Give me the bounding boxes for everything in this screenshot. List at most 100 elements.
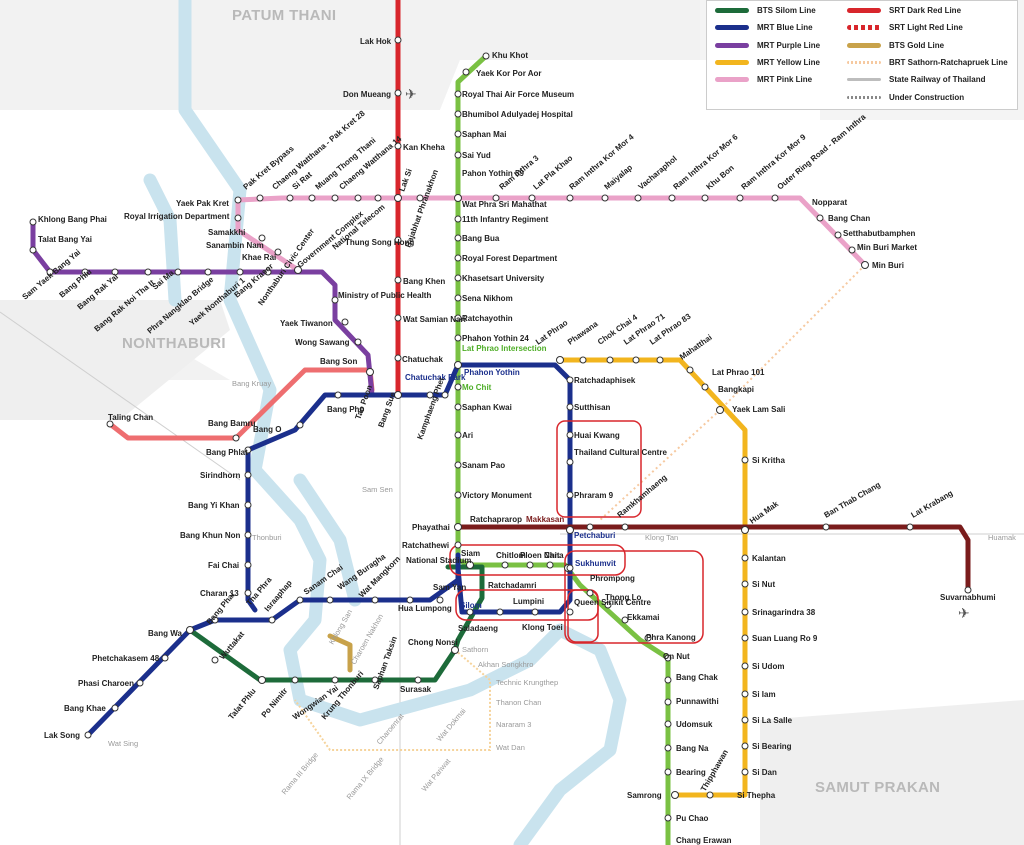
station-thanon-chan[interactable]: Thanon Chan — [496, 698, 541, 707]
station-talat-bang-yai[interactable]: Talat Bang Yai — [38, 235, 92, 244]
station-saphan-mai[interactable]: Saphan Mai — [462, 130, 506, 139]
station-rama-iii-bridge[interactable]: Rama III Bridge — [280, 751, 320, 797]
station-ekkamai[interactable]: Ekkamai — [627, 613, 659, 622]
station-sathorn[interactable]: Sathorn — [462, 645, 488, 654]
station-yaek-pak-kret[interactable]: Yaek Pak Kret — [176, 199, 229, 208]
station-si-dan[interactable]: Si Dan — [752, 768, 777, 777]
station-udomsuk[interactable]: Udomsuk — [676, 720, 713, 729]
station-national-stadium[interactable]: National Stadium — [406, 556, 471, 565]
station-chong-nonsi[interactable]: Chong Nonsi — [408, 638, 458, 647]
station-klong-tan[interactable]: Klong Tan — [645, 533, 678, 542]
station-queen-sirikit[interactable]: Queen Sirikit Centre — [574, 598, 651, 607]
station-ratchayothin[interactable]: Ratchayothin — [462, 314, 513, 323]
station-chatuchak-park[interactable]: Chatuchak Park — [405, 373, 466, 382]
station-fai-chai[interactable]: Fai Chai — [208, 561, 239, 570]
station-victory-monument[interactable]: Victory Monument — [462, 491, 532, 500]
bts-silom-line[interactable] — [187, 564, 485, 683]
station-sanam-pao[interactable]: Sanam Pao — [462, 461, 505, 470]
station-wong-sawang[interactable]: Wong Sawang — [295, 338, 350, 347]
station-chang-erawan[interactable]: Chang Erawan — [676, 836, 732, 845]
station-samrong[interactable]: Samrong — [627, 791, 662, 800]
station-wat-phra-sri[interactable]: Wat Phra Sri Mahathat — [462, 200, 547, 209]
station-hua-lamphong[interactable]: Hua Lumpong — [398, 604, 452, 613]
station-sai-yud[interactable]: Sai Yud — [462, 151, 491, 160]
station-ratchadamri[interactable]: Ratchadamri — [488, 581, 536, 590]
station-huamak-srt[interactable]: Huamak — [988, 533, 1016, 542]
station-si-kritha[interactable]: Si Kritha — [752, 456, 785, 465]
station-bang-son[interactable]: Bang Son — [320, 357, 357, 366]
station-nana[interactable]: Nana — [544, 551, 564, 560]
station-thonburi[interactable]: Thonburi — [252, 533, 282, 542]
station-ratchaprarop[interactable]: Ratchaprarop — [470, 515, 522, 524]
station-royal-forest[interactable]: Royal Forest Department — [462, 254, 557, 263]
station-thailand-cultural[interactable]: Thailand Cultural Centre — [574, 448, 667, 457]
station-phraram-9[interactable]: Phraram 9 — [574, 491, 614, 500]
bts-gold-line[interactable] — [327, 633, 353, 673]
brt-line[interactable] — [294, 649, 491, 751]
station-chitlom[interactable]: Chitlom — [496, 551, 526, 560]
airport-rail-link[interactable] — [455, 524, 971, 593]
mrt-yellow-line[interactable] — [557, 357, 748, 798]
station-sala-daeng[interactable]: Saladaeng — [458, 624, 498, 633]
station-wutthakat[interactable]: Wuttakat — [218, 629, 247, 661]
station-bang-phlat[interactable]: Bang Phlat — [206, 448, 248, 457]
station-si-udom[interactable]: Si Udom — [752, 662, 784, 671]
station-phrompong[interactable]: Phrompong — [590, 574, 635, 583]
station-khu-khot[interactable]: Khu Khot — [492, 51, 528, 60]
station-sena-nikhom[interactable]: Sena Nikhom — [462, 294, 513, 303]
station-khae-rai[interactable]: Khae Rai — [242, 253, 276, 262]
station-bang-wa[interactable]: Bang Wa — [148, 629, 182, 638]
station-petchaburi[interactable]: Petchaburi — [574, 531, 615, 540]
station-siam[interactable]: Siam — [461, 549, 480, 558]
station-don-mueang[interactable]: Don Mueang — [343, 90, 391, 99]
station-bang-khae[interactable]: Bang Khae — [64, 704, 106, 713]
station-bang-bua[interactable]: Bang Bua — [462, 234, 500, 243]
station-phasi-charoen[interactable]: Phasi Charoen — [78, 679, 134, 688]
station-yaek-lam-sali[interactable]: Yaek Lam Sali — [732, 405, 785, 414]
station-bearing[interactable]: Bearing — [676, 768, 706, 777]
station-phetchakasem-48[interactable]: Phetchakasem 48 — [92, 654, 160, 663]
station-wat-sing[interactable]: Wat Sing — [108, 739, 138, 748]
station-nararam-3[interactable]: Nararam 3 — [496, 720, 531, 729]
station-taling-chan[interactable]: Taling Chan — [108, 413, 153, 422]
station-makkasan[interactable]: Makkasan — [526, 515, 564, 524]
station-suvarnabhumi[interactable]: Suvarnabhumi — [940, 593, 996, 602]
station-min-buri[interactable]: Min Buri — [872, 261, 904, 270]
station-lat-phrao-intersection[interactable]: Lat Phrao Intersection — [462, 344, 547, 353]
station-lak-song[interactable]: Lak Song — [44, 731, 80, 740]
station-sirindhorn[interactable]: Sirindhorn — [200, 471, 241, 480]
station-nopparat[interactable]: Nopparat — [812, 198, 847, 207]
station-yaek-kor-por-aor[interactable]: Yaek Kor Por Aor — [476, 69, 542, 78]
station-royal-thai-air-force[interactable]: Royal Thai Air Force Museum — [462, 90, 574, 99]
station-bangkapi[interactable]: Bangkapi — [718, 385, 754, 394]
station-klong-toei[interactable]: Klong Toei — [522, 623, 563, 632]
station-surasak[interactable]: Surasak — [400, 685, 432, 694]
station-kasetsart[interactable]: Khasetsart University — [462, 274, 545, 283]
station-min-buri-market[interactable]: Min Buri Market — [857, 243, 917, 252]
station-akhan-songkhro[interactable]: Akhan Songkhro — [478, 660, 533, 669]
station-bang-na[interactable]: Bang Na — [676, 744, 709, 753]
station-wat-dan[interactable]: Wat Dan — [496, 743, 525, 752]
station-phayathai[interactable]: Phayathai — [412, 523, 450, 532]
station-yaek-tiwanon[interactable]: Yaek Tiwanon — [280, 319, 333, 328]
station-chatuchak[interactable]: Chatuchak — [402, 355, 443, 364]
station-kan-kheha[interactable]: Kan Kheha — [403, 143, 445, 152]
station-pahon-yothin-59[interactable]: Pahon Yothin 59 — [462, 169, 524, 178]
station-sam-yan[interactable]: Sam Yan — [433, 583, 466, 592]
station-samakkhi[interactable]: Samakkhi — [208, 228, 245, 237]
station-kalantan[interactable]: Kalantan — [752, 554, 786, 563]
station-lumpini[interactable]: Lumpini — [513, 597, 544, 606]
station-ari[interactable]: Ari — [462, 431, 473, 440]
station-bang-o[interactable]: Bang O — [253, 425, 281, 434]
station-si-la-salle[interactable]: Si La Salle — [752, 716, 793, 725]
station-wat-samian-nari[interactable]: Wat Samian Nari — [403, 315, 466, 324]
station-silom[interactable]: Silom — [460, 601, 482, 610]
station-setthabutbamphen[interactable]: Setthabutbamphen — [843, 229, 916, 238]
station-infantry[interactable]: 11th Infantry Regiment — [462, 215, 549, 224]
station-bang-pho[interactable]: Bang Pho — [327, 405, 364, 414]
station-ministry-public-health[interactable]: Ministry of Public Health — [338, 291, 431, 300]
station-sukhumvit[interactable]: Sukhumvit — [575, 559, 616, 568]
station-sutthisan[interactable]: Sutthisan — [574, 403, 611, 412]
